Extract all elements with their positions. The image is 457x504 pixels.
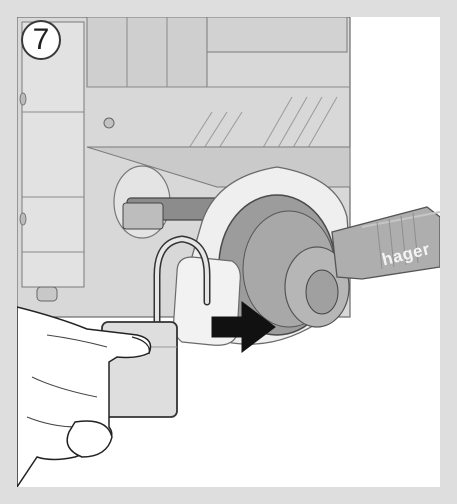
step-number: 7 bbox=[32, 23, 50, 56]
locking-rod bbox=[113, 165, 233, 239]
switch-disconnector-body bbox=[17, 17, 351, 318]
rotary-knob bbox=[218, 194, 350, 336]
lockout-illustration bbox=[17, 17, 440, 487]
illustration-panel: 7 hager bbox=[17, 17, 440, 487]
step-number-badge: 7 bbox=[21, 20, 61, 60]
push-arrow bbox=[211, 300, 276, 354]
hand bbox=[17, 306, 152, 487]
rotary-handle-lever bbox=[331, 206, 440, 280]
